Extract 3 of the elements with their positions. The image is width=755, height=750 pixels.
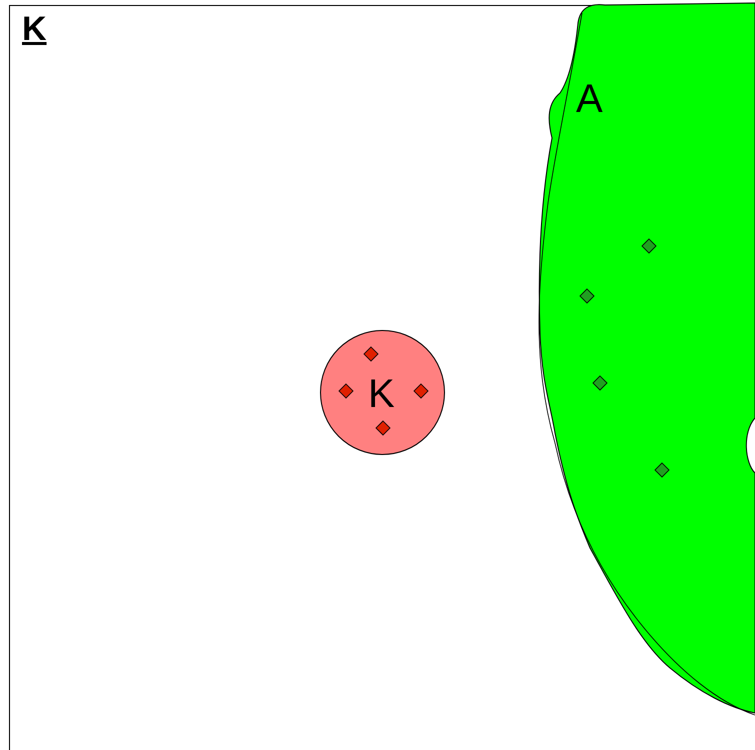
region-label: A <box>576 79 603 119</box>
title: K <box>22 12 47 46</box>
region-label: K <box>368 374 395 414</box>
